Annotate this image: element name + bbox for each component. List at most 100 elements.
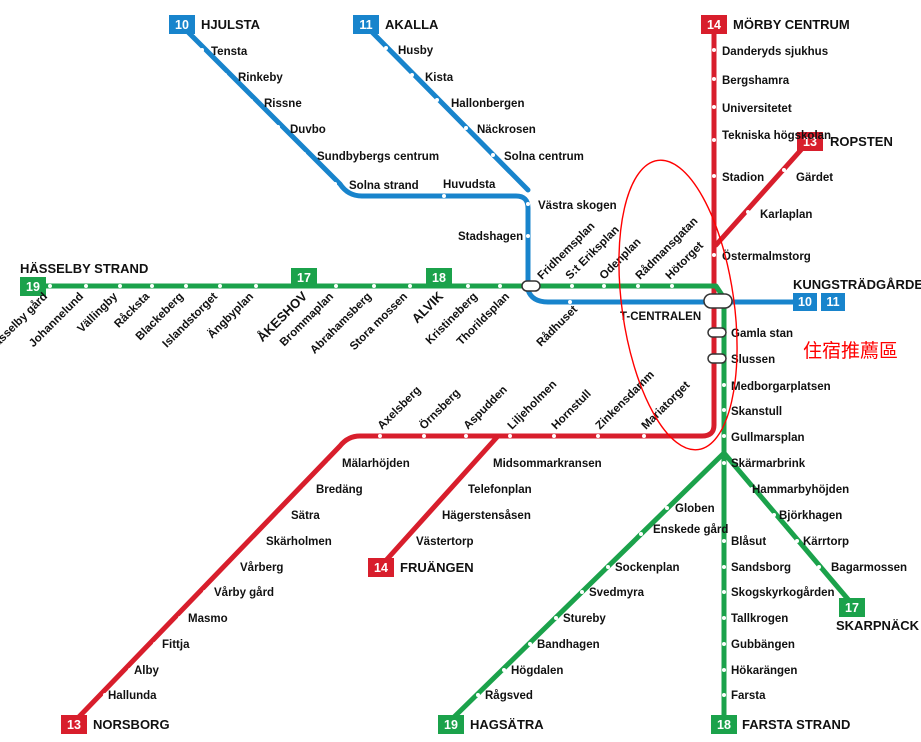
station-label: Sockenplan	[615, 562, 680, 574]
station-labels-red13-south: Mälarhöjden Bredäng Sätra Skärholmen Vår…	[108, 458, 410, 702]
terminal-akeshov: 17	[291, 268, 317, 286]
line-badge-11	[353, 15, 379, 34]
terminal-name: HAGSÄTRA	[470, 717, 544, 732]
station-label: Svedmyra	[589, 587, 645, 599]
line-badge-13	[61, 715, 87, 734]
station-label: Rinkeby	[238, 72, 283, 84]
line-badge-19	[438, 715, 464, 734]
station-label: Tensta	[211, 46, 248, 58]
station-label: Örnsberg	[417, 386, 463, 432]
station-label: Bergshamra	[722, 75, 790, 87]
station-label: Hässelby gård	[0, 291, 50, 355]
terminal-hasselby-strand: HÄSSELBY STRAND 19	[20, 261, 148, 296]
station-labels-red-north: Danderyds sjukhus Bergshamra Universitet…	[722, 46, 833, 263]
station-label: Sandsborg	[731, 562, 791, 574]
line-number: 13	[67, 718, 81, 732]
terminal-skarpnack: 17 SKARPNÄCK	[836, 598, 920, 633]
station-label: Skogskyrkogården	[731, 587, 835, 599]
terminal-hjulsta: 10 HJULSTA	[169, 15, 261, 34]
station-label: Karlaplan	[760, 209, 812, 221]
line-number: 11	[826, 295, 839, 309]
terminal-name: FARSTA STRAND	[742, 717, 850, 732]
station-label: Bredäng	[316, 484, 363, 496]
station-labels-red-sw-trunk: Axelsberg Örnsberg Aspudden Liljeholmen …	[376, 369, 693, 432]
station-label: Stureby	[563, 613, 606, 625]
station-labels-red14-south: Midsommarkransen Telefonplan Hägerstenså…	[416, 458, 602, 548]
station-label: Kärrtorp	[803, 536, 849, 548]
station-label: Alby	[134, 665, 160, 677]
station-label: Farsta	[731, 690, 766, 702]
line-badge-17	[839, 598, 865, 617]
blue-line	[179, 23, 801, 305]
line-number: 19	[26, 280, 40, 294]
station-label: Sundbybergs centrum	[317, 151, 439, 163]
station-label: Tekniska högskolan	[722, 130, 831, 142]
t-centralen-interchange	[703, 293, 733, 309]
line-badge-13	[797, 132, 823, 151]
line-number: 10	[175, 18, 189, 32]
terminal-morby-centrum: 14 MÖRBY CENTRUM	[701, 15, 850, 34]
hub-label: T-CENTRALEN	[620, 311, 701, 323]
station-label: Slussen	[731, 354, 775, 366]
station-labels-blue11: Husby Kista Hallonbergen Näckrosen Solna…	[398, 45, 584, 163]
station-label: Sätra	[291, 510, 320, 522]
station-label: Västra skogen	[538, 200, 617, 212]
station-label: Hallonbergen	[451, 98, 524, 110]
red-line	[71, 23, 811, 725]
terminal-name: HÄSSELBY STRAND	[20, 261, 148, 276]
gamla-stan-interchange	[707, 327, 727, 338]
station-label: Gubbängen	[731, 639, 795, 651]
station-label: Högdalen	[511, 665, 563, 677]
line-number: 19	[444, 718, 458, 732]
station-label: Skanstull	[731, 406, 782, 418]
station-labels-green18-south: Blåsut Sandsborg Skogskyrkogården Tallkr…	[731, 536, 835, 702]
station-labels-green-west: Hässelby gård Johannelund Vällingby Råck…	[0, 288, 580, 356]
station-label: Husby	[398, 45, 434, 57]
terminal-kungstradgarden: KUNGSTRÄDGÅRDEN 10 11	[793, 277, 921, 311]
station-labels-central-south: Gamla stan Slussen Medborgarplatsen Skan…	[731, 328, 831, 470]
station-label: Axelsberg	[376, 384, 424, 432]
station-label: Midsommarkransen	[493, 458, 602, 470]
station-label: Hammarbyhöjden	[752, 484, 849, 496]
station-label: Björkhagen	[779, 510, 842, 522]
station-label: Västertorp	[416, 536, 474, 548]
line-number: 17	[297, 271, 311, 285]
station-dots	[48, 46, 821, 697]
line-badge-18	[426, 268, 452, 286]
station-label: Fittja	[162, 639, 190, 651]
station-label: Vårby gård	[214, 587, 274, 599]
line-badge-14	[701, 15, 727, 34]
station-label: Gullmarsplan	[731, 432, 805, 444]
station-label: Kista	[425, 72, 454, 84]
terminal-norsborg: 13 NORSBORG	[61, 715, 170, 734]
station-label: Mälarhöjden	[342, 458, 410, 470]
station-label: Solna strand	[349, 180, 419, 192]
station-label: Telefonplan	[468, 484, 532, 496]
station-label: Hallunda	[108, 690, 157, 702]
terminal-name: AKALLA	[385, 17, 439, 32]
station-labels-blue10: Tensta Rinkeby Rissne Duvbo Sundbybergs …	[211, 46, 496, 192]
terminal-alvik: 18	[426, 268, 452, 286]
station-label: Mariatorget	[640, 379, 693, 432]
station-label: Enskede gård	[653, 524, 728, 536]
line-number: 18	[717, 718, 731, 732]
line-number: 14	[707, 18, 721, 32]
station-label: Gamla stan	[731, 328, 793, 340]
line-badge-11	[821, 293, 845, 311]
terminal-name: FRUÄNGEN	[400, 560, 474, 575]
fridhemsplan-interchange	[521, 280, 541, 292]
station-label: Skärmarbrink	[731, 458, 806, 470]
line-number: 11	[359, 18, 372, 32]
station-label: Solna centrum	[504, 151, 584, 163]
line-badge-10	[793, 293, 817, 311]
station-label: Hägerstensåsen	[442, 510, 531, 522]
line-number: 14	[374, 561, 388, 575]
line-number: 17	[845, 601, 859, 615]
terminal-hagsatra: 19 HAGSÄTRA	[438, 715, 544, 734]
station-label: Rågsved	[485, 690, 533, 702]
station-label: Hornstull	[550, 388, 594, 432]
station-label: Danderyds sjukhus	[722, 46, 828, 58]
terminal-farsta-strand: 18 FARSTA STRAND	[711, 715, 850, 734]
station-label: Stadshagen	[458, 231, 523, 243]
